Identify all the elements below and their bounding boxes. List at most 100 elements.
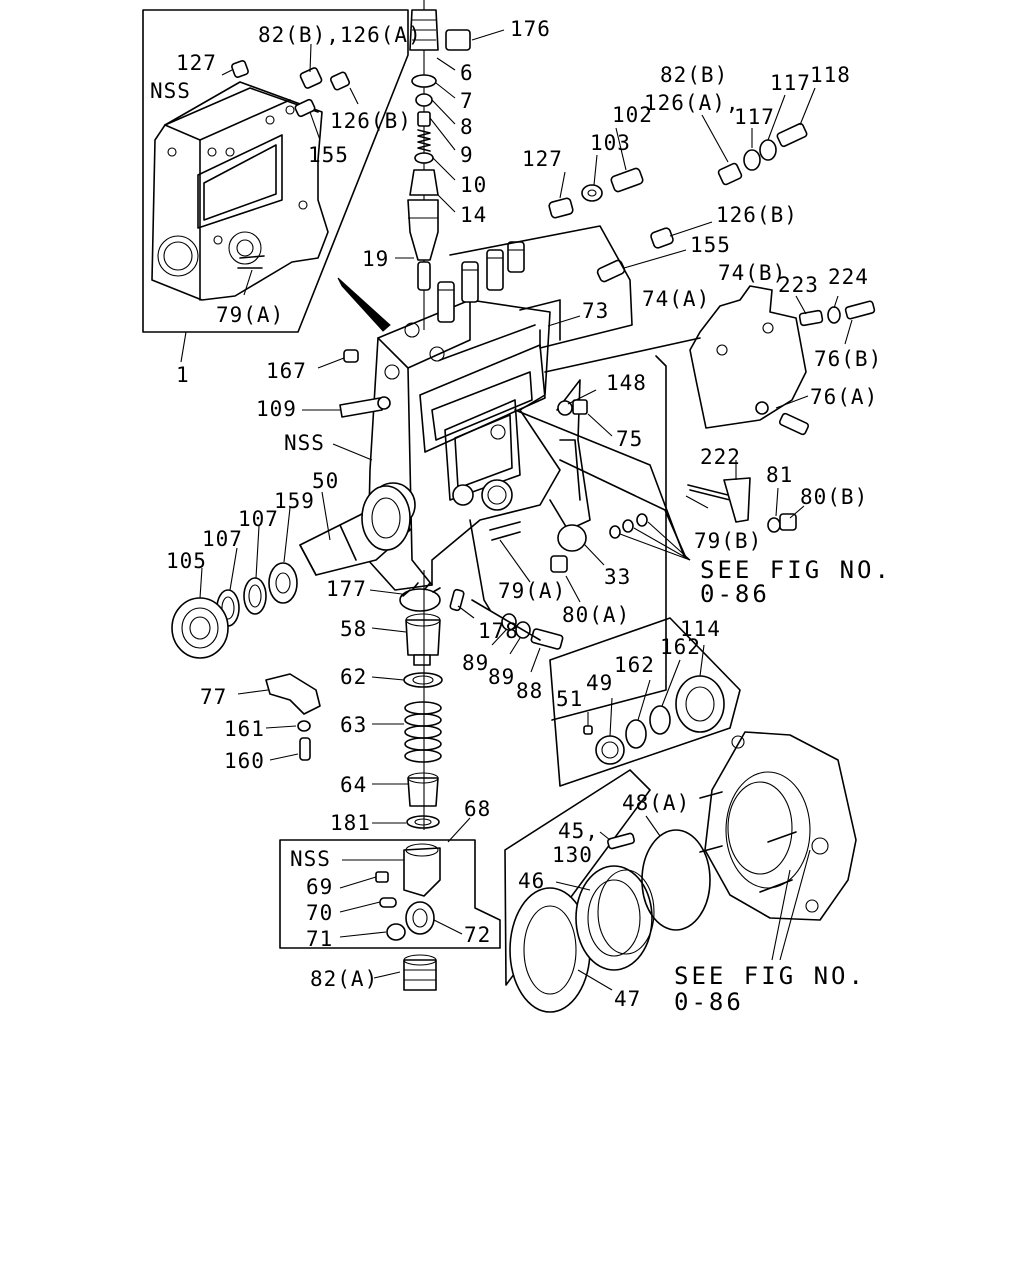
- label-62: 62: [340, 665, 367, 689]
- part-105-bearing: [171, 597, 229, 659]
- part-109: [339, 396, 391, 418]
- label-223: 223: [778, 273, 819, 297]
- housing-inset: [142, 9, 409, 363]
- parts-82b-117-118: [717, 122, 808, 186]
- label-126a-right: 126(A),: [644, 91, 740, 115]
- label-51: 51: [556, 687, 583, 711]
- part-167: [343, 349, 359, 363]
- label-105: 105: [166, 549, 207, 573]
- label-10: 10: [460, 173, 487, 197]
- label-181: 181: [330, 811, 371, 835]
- tappet-group-68: [279, 839, 501, 949]
- label-178: 178: [478, 619, 519, 643]
- label-19: 19: [362, 247, 389, 271]
- label-76b: 76(B): [814, 347, 882, 371]
- label-47: 47: [614, 987, 641, 1011]
- parts-148-75: [557, 399, 588, 416]
- label-74a: 74(A): [642, 287, 710, 311]
- part-178: [449, 588, 465, 612]
- label-79a-top: 79(A): [216, 303, 284, 327]
- label-81: 81: [766, 463, 793, 487]
- part-161: [297, 720, 311, 732]
- label-48a: 48(A): [622, 791, 690, 815]
- label-nss-top: NSS: [150, 79, 191, 103]
- label-117a: 117: [770, 71, 811, 95]
- label-107a: 107: [238, 507, 279, 531]
- part-177: [399, 582, 441, 612]
- part-labels: 176 82(B),126(A) 127 6 NSS 7 126(B) 8 15…: [150, 17, 882, 1011]
- label-126b-top: 126(B): [330, 109, 412, 133]
- label-127-mid: 127: [522, 147, 563, 171]
- see-fig-note-2-line2: 0-86: [674, 988, 744, 1016]
- label-73: 73: [582, 299, 609, 323]
- label-77: 77: [200, 685, 227, 709]
- label-88: 88: [516, 679, 543, 703]
- label-114: 114: [680, 617, 721, 641]
- label-103: 103: [590, 131, 631, 155]
- part-48a-oring: [641, 829, 711, 931]
- label-70: 70: [306, 901, 333, 925]
- bracket-74a-73: [449, 225, 633, 349]
- label-224: 224: [828, 265, 869, 289]
- label-1: 1: [176, 363, 190, 387]
- label-161: 161: [224, 717, 265, 741]
- label-159: 159: [274, 489, 315, 513]
- label-74b: 74(B): [718, 261, 786, 285]
- see-fig-notes: SEE FIG NO. 0-86 SEE FIG NO. 0-86: [674, 556, 889, 1016]
- label-8: 8: [460, 115, 474, 139]
- label-nss-mid: NSS: [284, 431, 325, 455]
- parts-45-130: [607, 832, 635, 850]
- label-33: 33: [604, 565, 631, 589]
- part-82a: [403, 954, 437, 991]
- label-222: 222: [700, 445, 741, 469]
- label-9: 9: [460, 143, 474, 167]
- label-127-top: 127: [176, 51, 217, 75]
- label-89a: 89: [462, 651, 489, 675]
- part-63-spring: [404, 701, 442, 763]
- part-58: [405, 613, 441, 666]
- label-75: 75: [616, 427, 643, 451]
- label-64: 64: [340, 773, 367, 797]
- label-80a: 80(A): [562, 603, 630, 627]
- label-nss-low: NSS: [290, 847, 331, 871]
- label-109: 109: [256, 397, 297, 421]
- label-177: 177: [326, 577, 367, 601]
- label-69: 69: [306, 875, 333, 899]
- label-63: 63: [340, 713, 367, 737]
- label-76a: 76(A): [810, 385, 878, 409]
- label-45: 45,: [558, 819, 599, 843]
- label-58: 58: [340, 617, 367, 641]
- inset-fitting-127: [231, 60, 249, 78]
- parts-89-88: [501, 613, 564, 650]
- label-7: 7: [460, 89, 474, 113]
- part-176: [409, 9, 471, 51]
- label-102: 102: [612, 103, 653, 127]
- part-107a: [243, 577, 267, 615]
- part-77: [265, 673, 321, 715]
- label-82b-126a-top: 82(B),126(A): [258, 23, 422, 47]
- part-159: [268, 562, 298, 604]
- label-72: 72: [464, 923, 491, 947]
- governor-housing: [699, 731, 857, 921]
- label-79a-mid: 79(A): [498, 579, 566, 603]
- see-fig-note-1-line2: 0-86: [700, 580, 770, 608]
- part-46-flange: [575, 865, 655, 971]
- label-49: 49: [586, 671, 613, 695]
- label-80b: 80(B): [800, 485, 868, 509]
- label-6: 6: [460, 61, 474, 85]
- parts-79a-33-80a: [489, 513, 648, 573]
- label-160: 160: [224, 749, 265, 773]
- label-130: 130: [552, 843, 593, 867]
- label-118: 118: [810, 63, 851, 87]
- label-89b: 89: [488, 665, 515, 689]
- label-176: 176: [510, 17, 551, 41]
- label-82b-right: 82(B): [660, 63, 728, 87]
- label-82a: 82(A): [310, 967, 378, 991]
- parts-223-224-76b: [798, 300, 876, 327]
- part-160: [299, 737, 311, 761]
- label-155-top: 155: [308, 143, 349, 167]
- parts-222-79b-81-80b: [687, 477, 797, 533]
- label-50: 50: [312, 469, 339, 493]
- label-14: 14: [460, 203, 487, 227]
